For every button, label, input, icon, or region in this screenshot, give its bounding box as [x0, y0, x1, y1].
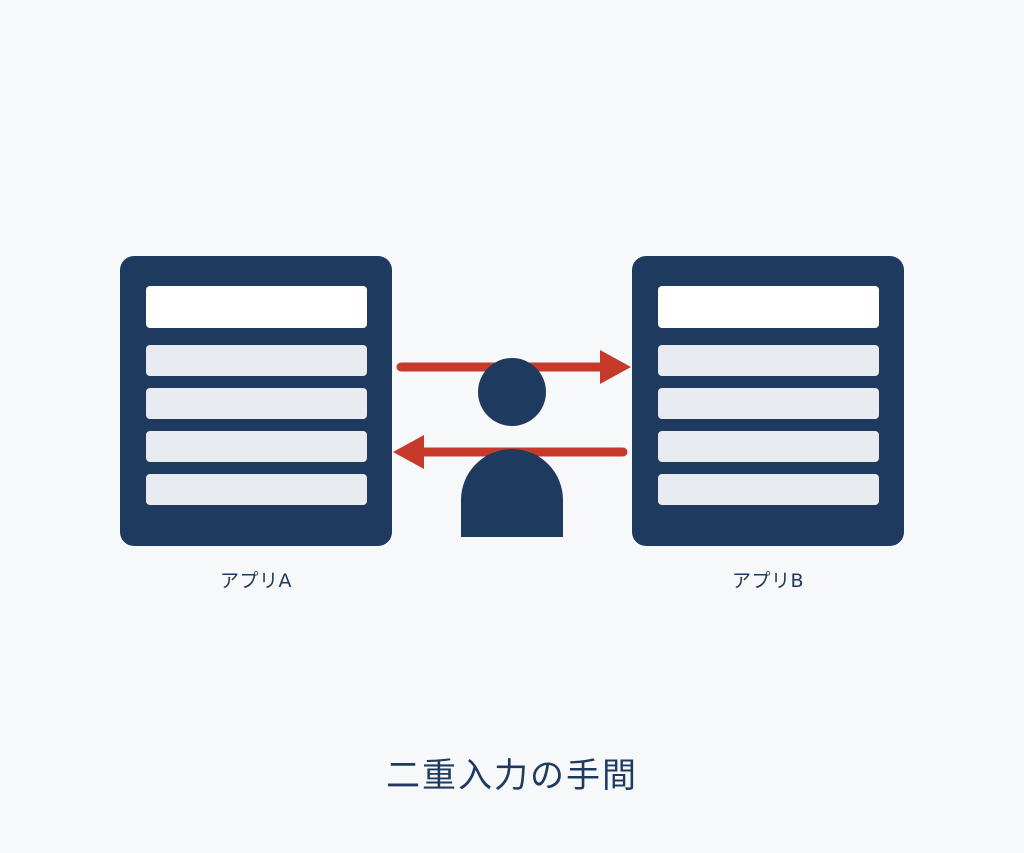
app-a-form-row — [146, 431, 367, 462]
app-a-header-row — [146, 286, 367, 328]
app-b-form-row — [658, 431, 879, 462]
app-b-header-row — [658, 286, 879, 328]
app-a-form-row — [146, 388, 367, 419]
app-b-window — [632, 256, 904, 546]
app-b-form-row — [658, 474, 879, 505]
app-a-form-row — [146, 474, 367, 505]
arrow-left-icon — [393, 435, 628, 469]
user-icon — [461, 358, 563, 537]
app-a-window — [120, 256, 392, 546]
app-b-label: アプリB — [731, 570, 805, 592]
app-a-form-row — [146, 345, 367, 376]
arrow-right-icon — [396, 350, 631, 384]
diagram-title: 二重入力の手間 — [386, 756, 638, 796]
app-b-form-row — [658, 345, 879, 376]
app-b-form-row — [658, 388, 879, 419]
app-a-label: アプリA — [220, 570, 292, 592]
